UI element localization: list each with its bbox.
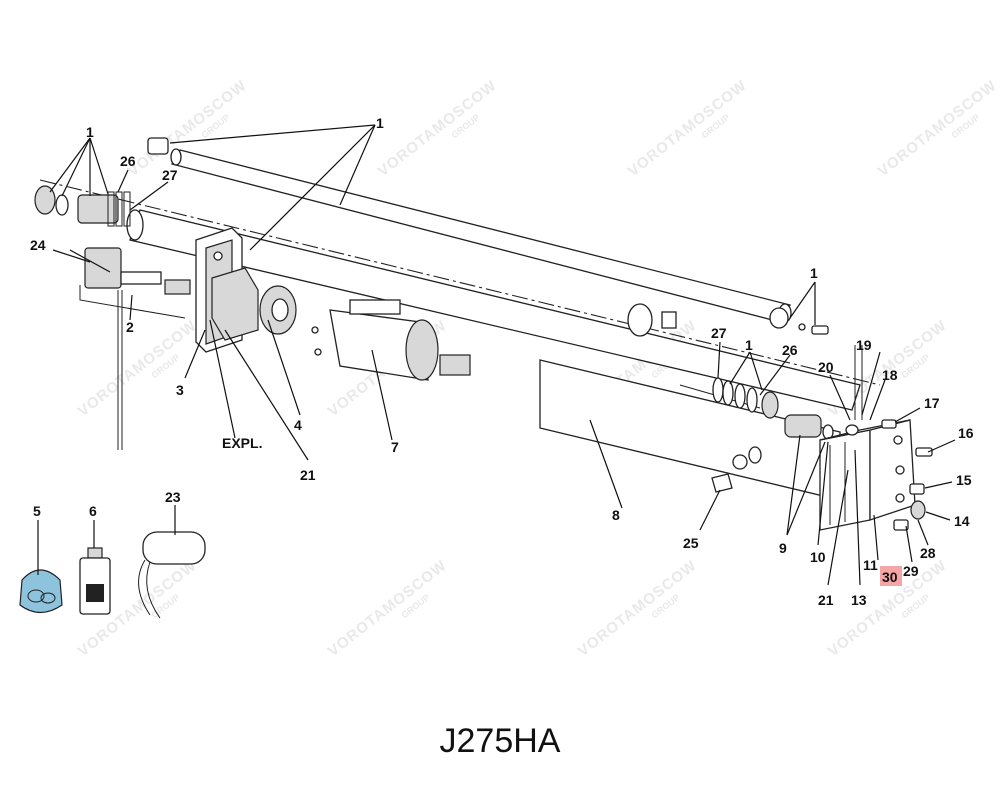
callout-18: 18 [882,367,898,383]
callout-13: 13 [851,592,867,608]
callout-9: 9 [779,540,787,556]
gear-pump [259,285,297,335]
callout-26: 26 [782,342,798,358]
callout-3: 3 [176,382,184,398]
callout-1: 1 [810,265,818,281]
oil-bottle [79,547,111,615]
watermark-text: VOROTAMOSCOW [375,77,500,180]
callout-labels: 1 1 1 1 26 27 24 2 3 EXPL. 4 21 7 27 26 … [30,115,974,608]
callout-7: 7 [391,439,399,455]
callout-1: 1 [376,115,384,131]
callout-29: 29 [903,563,919,579]
leader-lines [37,124,956,586]
callout-27: 27 [711,325,727,341]
callout-10: 10 [810,549,826,565]
upper-rod [147,137,829,335]
main-cylinder-tube [126,209,861,411]
electric-motor [311,299,471,381]
callout-28: 28 [920,545,936,561]
seal-kit-bag [19,569,63,614]
callout-expl: EXPL. [222,435,262,451]
callout-25: 25 [683,535,699,551]
callout-1: 1 [86,124,94,140]
callout-14: 14 [954,513,970,529]
piston-seal-set [679,377,779,419]
watermark-text: VOROTAMOSCOW [75,317,200,420]
callout-20: 20 [818,359,834,375]
callout-1: 1 [745,337,753,353]
pins [845,345,863,436]
callout-8: 8 [612,507,620,523]
callout-4: 4 [294,417,302,433]
callout-23: 23 [165,489,181,505]
callout-26: 26 [120,153,136,169]
callout-17: 17 [924,395,940,411]
callout-21: 21 [818,592,834,608]
callout-24: 24 [30,237,46,253]
check-valves [784,414,834,440]
callout-19: 19 [856,337,872,353]
watermark-text: VOROTAMOSCOW [325,557,450,660]
fittings-right [881,419,933,531]
left-end-cap [34,185,131,227]
assembly-axis-line [39,179,881,386]
right-head-block [819,419,916,531]
callout-2: 2 [126,319,134,335]
watermark-text: VOROTAMOSCOW [625,77,750,180]
model-title: J275HA [440,722,561,760]
highlight-box-30 [880,566,902,586]
tube-clips [627,303,677,337]
callout-30: 30 [882,569,898,585]
watermark-text: VOROTAMOSCOW [875,77,1000,180]
callout-11: 11 [863,557,878,573]
callout-6: 6 [89,503,97,519]
pump-block [211,267,259,341]
callout-15: 15 [956,472,972,488]
watermark-text: VOROTAMOSCOW [575,557,700,660]
callout-27: 27 [162,167,178,183]
callout-16: 16 [958,425,974,441]
capacitor [138,531,206,619]
callout-5: 5 [33,503,41,519]
callout-21: 21 [300,467,316,483]
